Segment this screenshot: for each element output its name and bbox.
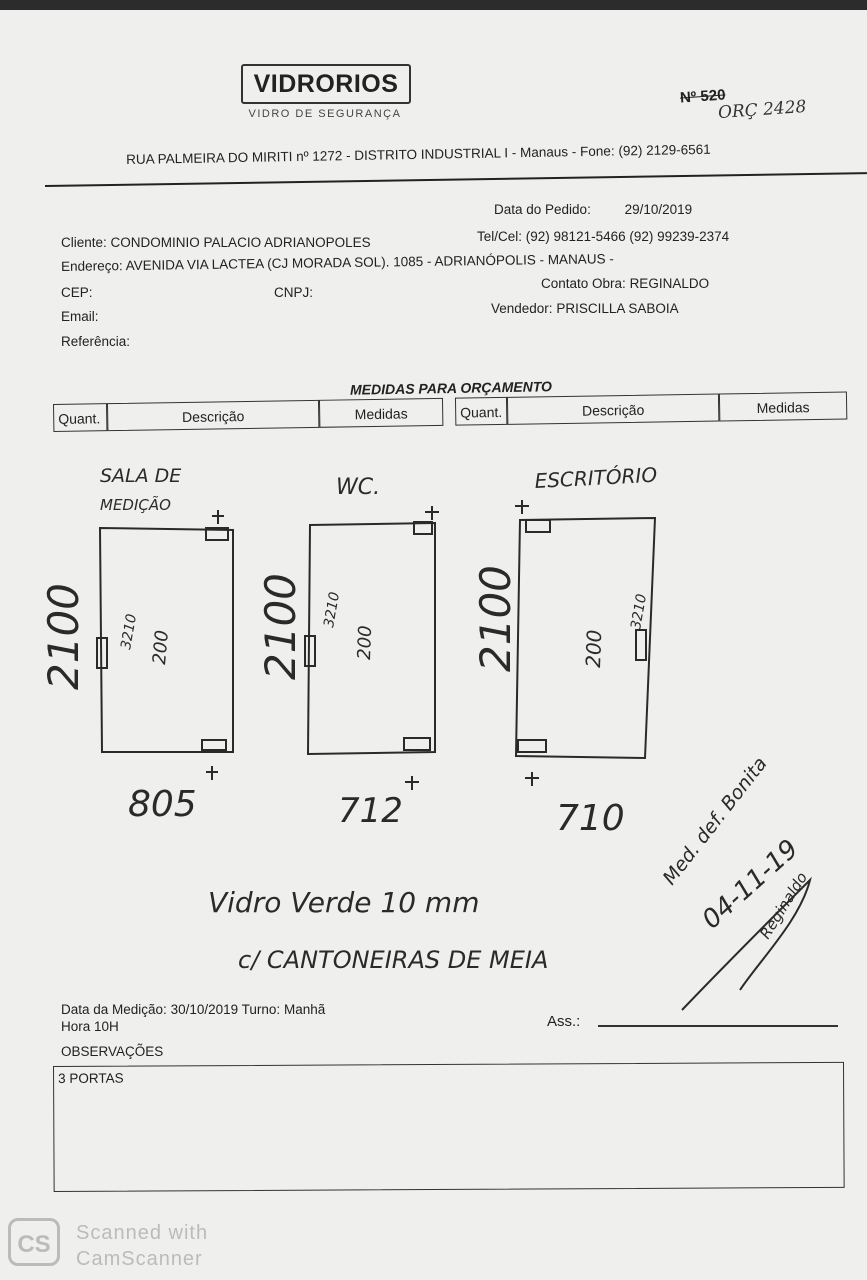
inner-b-3: 200 [581, 629, 606, 668]
measure-date-field: Data da Medição: 30/10/2019 Turno: Manhã [61, 1002, 325, 1017]
width-2: 712 [338, 791, 403, 831]
client-field: Cliente: CONDOMINIO PALACIO ADRIANOPOLES [61, 235, 371, 250]
phone-label: Tel/Cel: [477, 229, 523, 244]
inner-a-3: 3210 [628, 593, 650, 631]
door-handle-3 [635, 629, 647, 661]
door-hinge-top-1 [205, 527, 229, 541]
signature-scribble [681, 876, 812, 1011]
seller-field: Vendedor: PRISCILLA SABOIA [491, 301, 679, 316]
phone-value: (92) 98121-5466 (92) 99239-2374 [525, 229, 730, 244]
hour-value: 10H [94, 1019, 119, 1034]
door-outline-3 [514, 516, 657, 760]
observations-label: OBSERVAÇÕES [61, 1044, 164, 1059]
height-3: 2100 [471, 565, 520, 672]
measure-date-value: 30/10/2019 [170, 1002, 239, 1017]
note-line-2: c/ CANTONEIRAS DE MEIA [238, 946, 548, 974]
watermark-line-1: Scanned with [76, 1222, 209, 1244]
email-label: Email: [61, 309, 99, 324]
cnpj-label: CNPJ: [274, 285, 314, 300]
width-1: 805 [128, 784, 197, 825]
width-3: 710 [556, 798, 625, 839]
door-marks-1 [206, 510, 224, 780]
phone-field: Tel/Cel: (92) 98121-5466 (92) 99239-2374 [477, 229, 729, 244]
height-1: 2100 [39, 583, 88, 690]
door-outline-1 [98, 526, 234, 753]
door-handle-1 [96, 637, 108, 669]
client-label: Cliente: [61, 235, 107, 250]
seller-label: Vendedor: [491, 301, 553, 316]
inner-b-1: 200 [149, 629, 173, 665]
door-hinge-bottom-1 [201, 739, 227, 751]
room-label-1-line2: MEDIÇÃO [100, 495, 171, 514]
order-date-label: Data do Pedido: [494, 202, 591, 217]
contact-field: Contato Obra: REGINALDO [541, 276, 709, 291]
room-label-1-line1: SALA DE [100, 465, 181, 487]
door-marks-2 [405, 506, 439, 790]
inner-a-2: 3210 [321, 591, 343, 629]
shift-label: Turno: [241, 1002, 281, 1017]
room-label-3: ESCRITÓRIO [534, 463, 658, 493]
observations-value: 3 PORTAS [58, 1070, 124, 1086]
hour-field: Hora 10H [61, 1019, 119, 1034]
door-hinge-top-2 [413, 521, 433, 535]
signature-line [598, 1025, 838, 1027]
room-label-2: WC. [336, 475, 380, 500]
door-hinge-bottom-3 [517, 739, 547, 753]
door-hinge-top-3 [525, 519, 551, 533]
note-line-1: Vidro Verde 10 mm [208, 886, 479, 919]
brand-tagline: VIDRO DE SEGURANÇA [248, 108, 402, 120]
watermark-line-2: CamScanner [76, 1248, 203, 1270]
brand-logo: VIDRORIOS [241, 64, 411, 104]
camscanner-icon: CS [8, 1218, 60, 1266]
hour-label: Hora [61, 1019, 91, 1034]
scan-edge [0, 0, 867, 10]
observations-box: 3 PORTAS [53, 1061, 845, 1192]
signature-label: Ass.: [547, 1013, 581, 1030]
door-outline-2 [306, 521, 436, 756]
order-date-value: 29/10/2019 [624, 202, 693, 217]
inner-a-1: 3210 [118, 613, 140, 651]
door-handle-2 [304, 635, 316, 667]
contact-value: REGINALDO [629, 276, 710, 291]
reference-label: Referência: [61, 334, 131, 349]
shift-value: Manhã [283, 1002, 326, 1017]
seller-value: PRISCILLA SABOIA [556, 301, 679, 316]
client-value: CONDOMINIO PALACIO ADRIANOPOLES [110, 235, 371, 250]
height-2: 2100 [256, 573, 305, 680]
order-date: Data do Pedido: 29/10/2019 [494, 202, 692, 217]
camscanner-watermark: Scanned with CamScanner [76, 1220, 208, 1272]
contact-label: Contato Obra: [541, 276, 626, 291]
door-hinge-bottom-2 [403, 737, 431, 751]
cep-label: CEP: [61, 285, 93, 300]
door-marks-3 [515, 500, 539, 786]
measure-date-label: Data da Medição: [61, 1002, 167, 1017]
inner-b-2: 200 [354, 625, 376, 660]
